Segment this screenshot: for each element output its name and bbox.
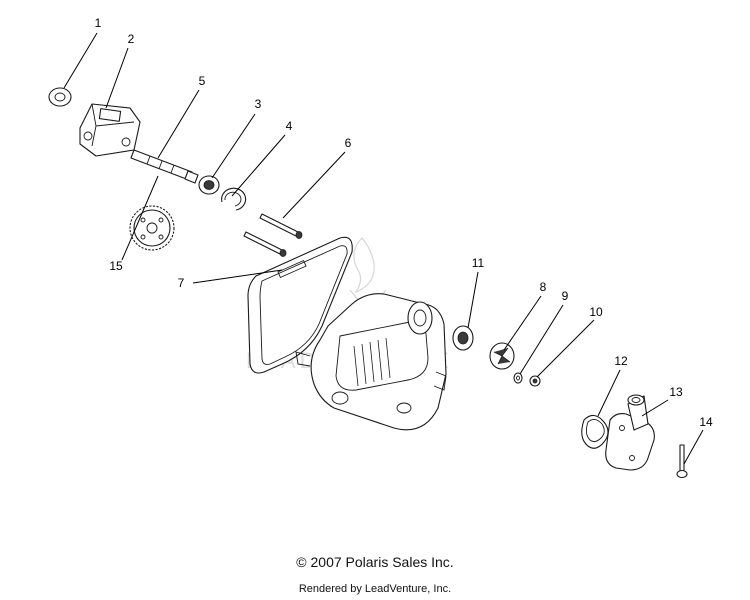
part-5-pump-shaft: [130, 149, 199, 184]
copyright-notice: © 2007 Polaris Sales Inc.: [296, 554, 454, 570]
callout-7: 7: [178, 276, 185, 290]
leader-8: [503, 295, 542, 351]
leader-11: [467, 271, 479, 329]
leader-4: [231, 134, 286, 197]
callout-10: 10: [589, 305, 603, 319]
callout-11: 11: [472, 256, 485, 270]
leader-7: [192, 269, 283, 284]
leader-9: [519, 304, 564, 375]
part-9-washer: [513, 372, 523, 384]
leader-3: [211, 113, 256, 179]
rendered-by-notice: Rendered by LeadVenture, Inc.: [298, 583, 452, 595]
part-2-pump-housing: [79, 103, 141, 157]
part-14-screw: [676, 444, 688, 479]
callout-6: 6: [345, 136, 352, 150]
leader-1: [63, 32, 98, 89]
part-11-seal: [452, 325, 474, 351]
part-8-impeller: [489, 342, 515, 370]
callout-labels: 1 2 3 4 5 6 7 8 9 10 11 12 13 14 15: [95, 16, 713, 429]
part-13-pump-cover: [605, 394, 655, 471]
leader-5: [157, 89, 200, 159]
crankcase: [295, 293, 447, 431]
leader-13: [641, 399, 669, 417]
exploded-parts-diagram: LEADVENTURE: [48, 16, 713, 479]
callout-1: 1: [95, 16, 102, 30]
part-6-bolts: [243, 213, 303, 257]
leader-15: [121, 175, 159, 261]
part-10-nut: [529, 375, 541, 387]
part-3-bearing: [198, 175, 220, 195]
part-12-seal-ring: [581, 414, 609, 449]
leader-12: [597, 369, 621, 417]
part-15-gear: [129, 205, 175, 251]
callout-13: 13: [669, 385, 683, 399]
leader-lines: [63, 32, 704, 465]
leader-6: [282, 151, 346, 219]
crankcase-ribs: [353, 337, 391, 387]
callout-9: 9: [562, 289, 569, 303]
callout-15: 15: [109, 259, 123, 273]
callout-12: 12: [614, 354, 628, 368]
callout-14: 14: [699, 415, 713, 429]
leader-10: [536, 319, 595, 378]
callout-3: 3: [255, 97, 262, 111]
part-1-nut: [48, 87, 72, 107]
callout-4: 4: [286, 119, 293, 133]
callout-8: 8: [540, 280, 547, 294]
callout-2: 2: [128, 32, 135, 46]
leader-2: [105, 47, 129, 109]
leader-14: [683, 429, 704, 465]
part-4-snap-ring: [221, 187, 247, 211]
callout-5: 5: [199, 74, 206, 88]
